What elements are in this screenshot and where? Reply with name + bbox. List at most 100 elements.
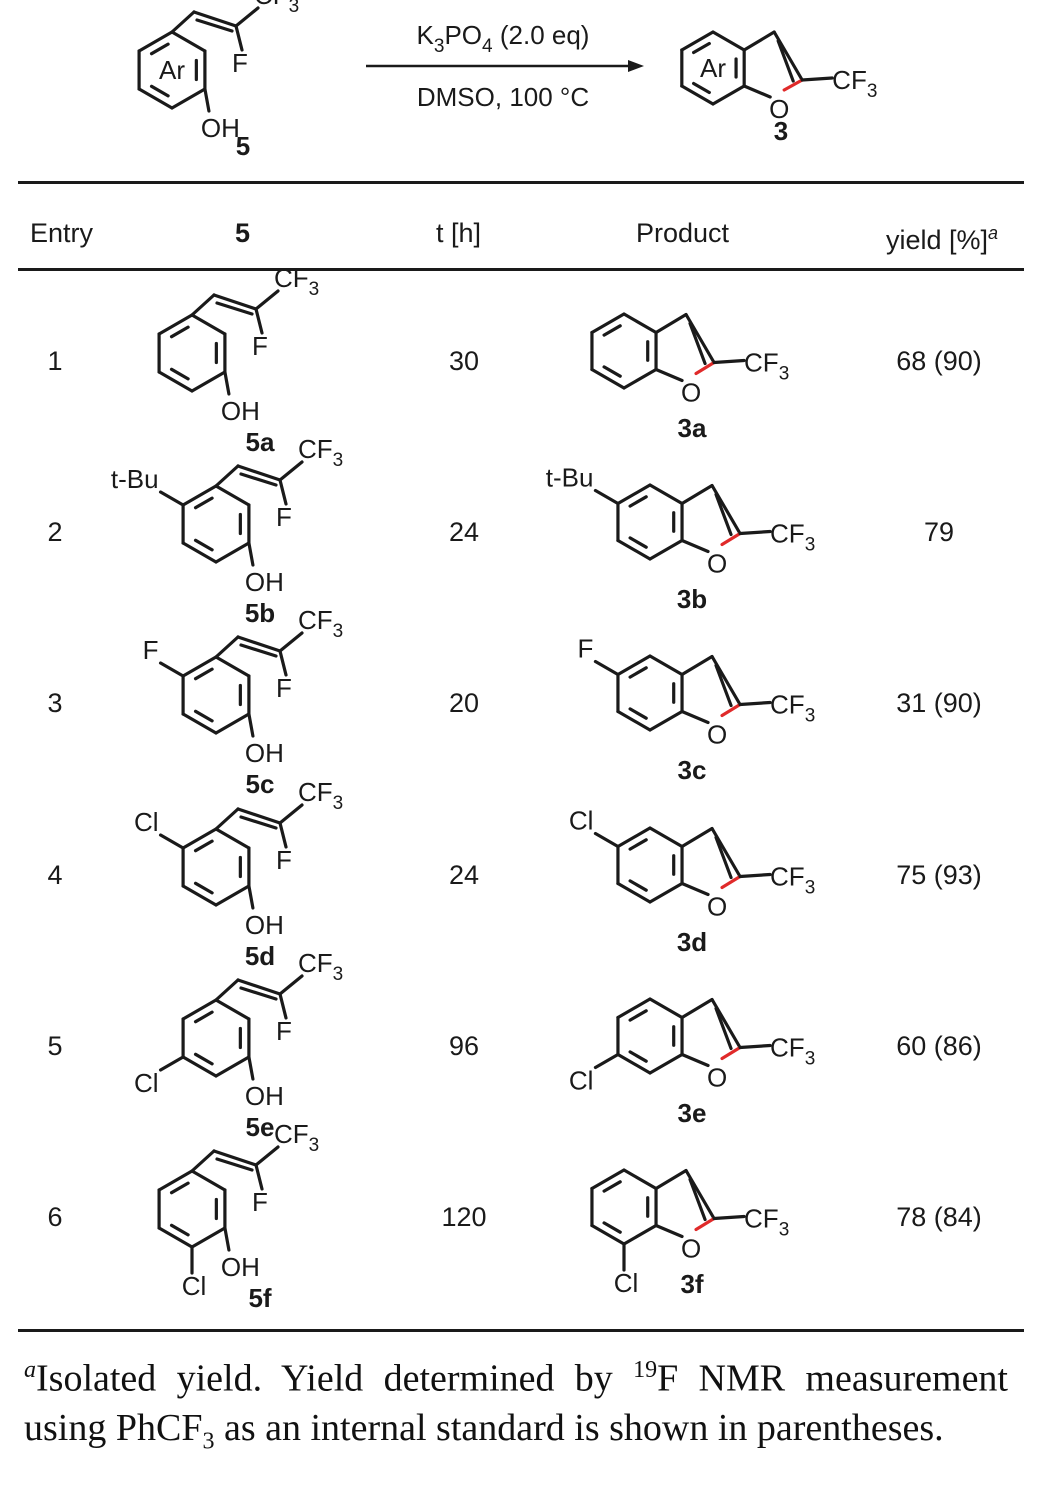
vinyl-bond [190, 1149, 216, 1173]
furan-double-bond [772, 30, 804, 82]
cf3-bond [254, 1145, 280, 1167]
row-time: 24 [448, 517, 480, 547]
cf3-bond [738, 872, 772, 879]
ring-bond [616, 881, 652, 904]
vinyl-double-bond [236, 978, 282, 996]
table-bottom-rule [18, 1329, 1024, 1332]
cf3-bond [712, 358, 746, 365]
furan-double-bond [714, 1006, 733, 1051]
ring-bond [616, 826, 652, 849]
furan-double-bond [710, 483, 742, 536]
substrate-label: 5b [245, 598, 275, 628]
ring-bond [616, 1052, 652, 1075]
cf3-label: CF3 [744, 348, 789, 385]
ring-double-bond [628, 1009, 648, 1022]
ring-bond [622, 312, 658, 335]
ring-double-bond [602, 1221, 622, 1234]
substituent-label: Cl [614, 1268, 639, 1298]
oxygen-label: O [707, 549, 727, 579]
row-yield: 60 (86) [896, 1031, 982, 1061]
row-entry: 6 [47, 1202, 63, 1232]
cf3-label: CF3 [254, 0, 299, 17]
furan-bond [680, 483, 714, 506]
ring-double-bond [193, 839, 214, 853]
ring-double-bond [169, 1181, 190, 1195]
ring-bond [181, 1055, 218, 1078]
vinyl-double-bond [215, 301, 254, 316]
product-label: 3d [677, 927, 707, 957]
footnote-text-3: as an internal standard is shown in pare… [214, 1406, 944, 1449]
row-yield: 68 (90) [896, 346, 982, 376]
fluorine-bond [234, 24, 244, 52]
ring-double-bond [602, 365, 622, 378]
ring-bond [170, 30, 207, 53]
furan-double-bond [710, 826, 742, 879]
furan-double-bond [776, 39, 795, 83]
furan-double-bond [714, 835, 733, 880]
vinyl-double-bond [195, 18, 234, 33]
ring-bond [616, 997, 652, 1020]
ring-bond [137, 30, 174, 53]
cf3-bond [738, 529, 772, 536]
ring-double-bond [149, 42, 170, 56]
ring-bond [157, 313, 194, 336]
furan-double-bond [684, 312, 716, 365]
fluorine-bond [254, 307, 264, 335]
ring-double-bond [628, 707, 648, 720]
header-entry: Entry [30, 218, 94, 248]
fluorine-label: F [232, 48, 248, 78]
ring-double-bond [602, 1180, 622, 1193]
ring-bond [616, 483, 652, 506]
hydroxyl-bond [203, 87, 211, 113]
footnote-isotope: 19 [633, 1357, 658, 1383]
hydroxyl-bond [247, 1055, 255, 1081]
fluorine-label: F [276, 845, 292, 875]
aryl-label: Ar [159, 55, 185, 85]
ring-bond [622, 367, 658, 390]
cf3-label: CF3 [274, 1119, 319, 1156]
ring-bond [622, 1223, 658, 1246]
ring-double-bond [628, 495, 648, 508]
cf3-bond [738, 700, 772, 707]
new-c-o-bond [720, 531, 742, 547]
row-yield: 31 (90) [896, 688, 982, 718]
ring-bond [616, 654, 652, 677]
ring-bond [622, 1168, 658, 1191]
furan-bond [680, 826, 714, 849]
row-time: 30 [448, 346, 480, 376]
new-c-o-bond [720, 1045, 742, 1061]
hydroxyl-bond [223, 1226, 231, 1252]
vinyl-bond [214, 807, 240, 831]
ring-bond [181, 884, 218, 907]
header-substrate: 5 [235, 218, 251, 248]
ring-bond [590, 1223, 626, 1246]
row-time: 120 [441, 1202, 487, 1232]
vinyl-double-bond [239, 472, 278, 487]
fluorine-bond [254, 1163, 264, 1191]
vinyl-bond [214, 464, 240, 488]
substituent-label: Cl [134, 1068, 159, 1098]
ring-double-bond [193, 1052, 214, 1066]
substituent-label: t-Bu [546, 463, 594, 493]
ring-bond [170, 87, 207, 110]
furan-bond [680, 654, 714, 677]
header-yield: yield [%]a [886, 216, 998, 257]
furan-double-bond [714, 663, 733, 708]
furan-bond [654, 1223, 684, 1239]
footnote: aIsolated yield. Yield determined by 19F… [24, 1346, 1008, 1466]
fluorine-label: F [252, 1187, 268, 1217]
substituent-bond [593, 831, 620, 849]
furan-bond [742, 84, 772, 99]
ring-bond [190, 1226, 227, 1249]
cf3-bond [278, 460, 304, 482]
cf3-bond [712, 1214, 746, 1221]
cf3-label: CF3 [298, 777, 343, 814]
ring-double-bond [193, 709, 214, 723]
